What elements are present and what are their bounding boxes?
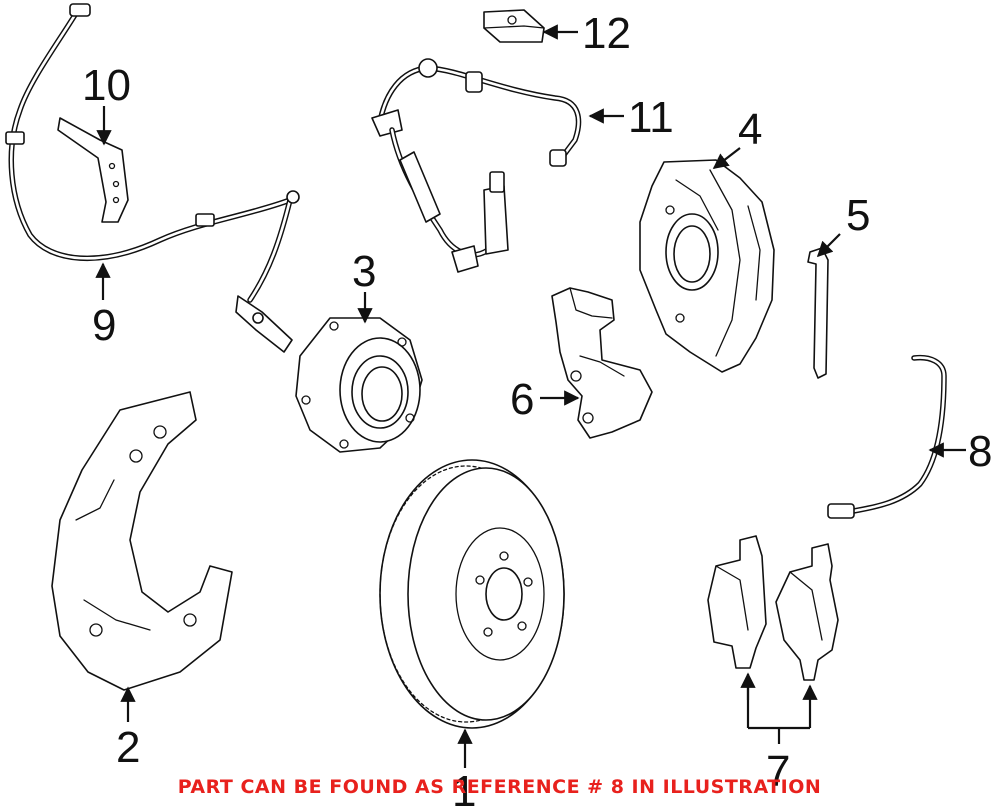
callouts: 1 2 3 4 5 6 7 8 9 10 11 [82, 9, 992, 810]
callout-9: 9 [92, 301, 116, 350]
part-1-brake-rotor [379, 459, 565, 729]
callout-6: 6 [510, 375, 534, 424]
part-3-hub-bearing [295, 317, 423, 453]
callout-11: 11 [628, 93, 674, 142]
part-6-caliper-carrier [551, 287, 653, 439]
callout-3: 3 [352, 247, 376, 296]
part-12-clip [483, 9, 545, 43]
callout-5: 5 [846, 191, 870, 240]
part-11-wire [371, 58, 582, 273]
callout-10: 10 [82, 61, 131, 110]
reference-caption: PART CAN BE FOUND AS REFERENCE # 8 IN IL… [177, 776, 822, 798]
part-10-bracket [57, 117, 129, 223]
part-5-spring-clip [807, 247, 829, 379]
callout-12: 12 [582, 9, 631, 58]
callout-7: 7 [766, 747, 790, 796]
part-8-wear-sensor [827, 354, 947, 519]
callout-2: 2 [116, 723, 140, 772]
callout-8: 8 [968, 427, 992, 476]
part-9-wear-sensor [5, 3, 300, 353]
part-4-caliper [639, 159, 775, 373]
part-2-dust-shield [51, 391, 233, 691]
callout-1: 1 [452, 767, 476, 810]
part-7-brake-pads [707, 535, 839, 681]
callout-4: 4 [738, 105, 762, 154]
